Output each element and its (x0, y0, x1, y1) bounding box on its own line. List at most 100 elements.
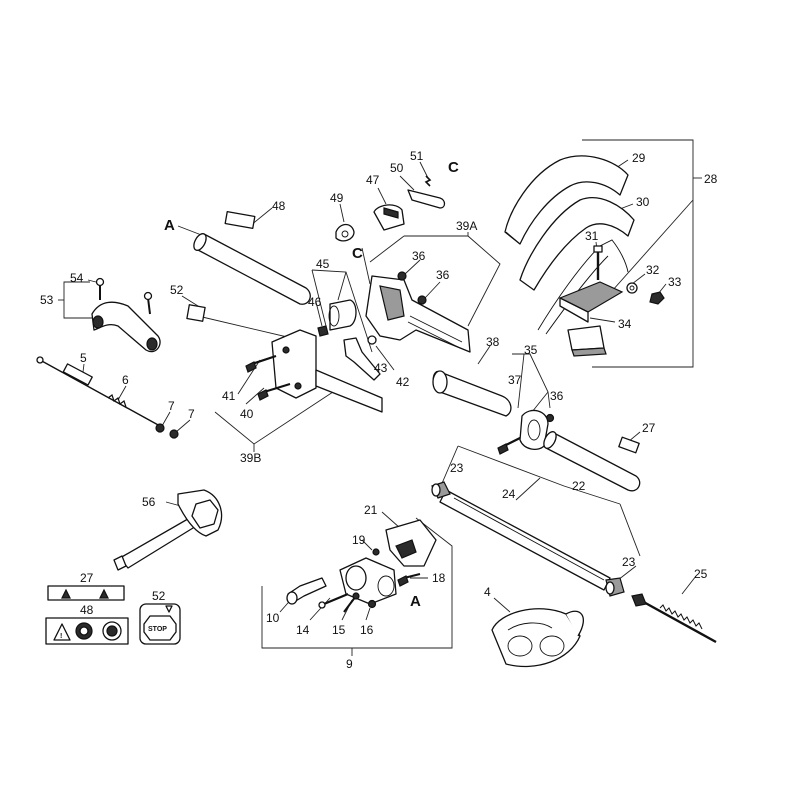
ref-c-top: C (448, 159, 459, 176)
callout-48a: 48 (272, 199, 286, 213)
callout-27b: 27 (80, 571, 94, 585)
bolt-31 (593, 245, 603, 280)
safety-goggles (491, 608, 584, 668)
decal-48-illustration: ! (45, 617, 129, 645)
clamp-45 (328, 299, 357, 331)
throttle-cable (36, 356, 161, 427)
screw-18 (397, 573, 421, 587)
throttle-housing-39b (271, 329, 383, 413)
screw-36b (417, 295, 427, 305)
screw-40 (257, 382, 291, 401)
callout-23b: 23 (622, 555, 636, 569)
callout-22: 22 (572, 479, 586, 493)
screw-46 (317, 325, 329, 337)
callout-31: 31 (585, 229, 599, 243)
callout-7b: 7 (188, 407, 195, 421)
clamp-35 (519, 409, 549, 451)
callout-4: 4 (484, 585, 491, 599)
ref-a-top: A (164, 217, 175, 234)
nut-7b (169, 429, 179, 439)
throttle-trigger (343, 337, 381, 381)
callout-labels: 29 28 30 31 32 33 34 39A 36 36 38 35 37 … (40, 149, 718, 671)
decal-52-illustration: STOP (139, 603, 181, 645)
callout-25: 25 (694, 567, 708, 581)
callout-46: 46 (308, 295, 322, 309)
svg-text:!: ! (60, 633, 62, 640)
cable-holder (373, 204, 405, 231)
handle-grip-upper (504, 155, 629, 245)
callout-39a: 39A (456, 219, 477, 233)
decal-52-small (186, 304, 206, 322)
callout-39b: 39B (240, 451, 261, 465)
handle-bracket (558, 281, 624, 357)
callout-47: 47 (366, 173, 380, 187)
callout-52a: 52 (170, 283, 184, 297)
callout-27a: 27 (642, 421, 656, 435)
spring-51 (424, 175, 432, 187)
callout-42: 42 (396, 375, 410, 389)
screw-54 (95, 277, 105, 300)
muffler-cover (385, 519, 437, 567)
spindle (286, 577, 327, 605)
grip-foam (432, 370, 512, 417)
callout-43: 43 (374, 361, 388, 375)
gear-head-assembly (339, 557, 397, 605)
callout-6: 6 (122, 373, 129, 387)
callout-53: 53 (40, 293, 54, 307)
bushing-23b (605, 577, 625, 597)
callout-14: 14 (296, 623, 310, 637)
spark-plug-wrench (113, 489, 223, 571)
leader-lines (58, 139, 702, 656)
callout-48b: 48 (80, 603, 94, 617)
bolt-14 (318, 592, 349, 609)
callout-41: 41 (222, 389, 236, 403)
handle-grip-lower (519, 197, 635, 291)
stop-switch (407, 189, 446, 209)
bushing-23a (431, 481, 451, 499)
screw-41 (245, 354, 277, 373)
throttle-housing-39a (365, 275, 471, 353)
callout-56: 56 (142, 495, 156, 509)
reference-letters: A A C C (164, 159, 459, 610)
screw-19 (372, 548, 380, 556)
callout-5: 5 (80, 351, 87, 365)
callout-23a: 23 (450, 461, 464, 475)
callout-36c: 36 (550, 389, 564, 403)
callout-24: 24 (502, 487, 516, 501)
callout-36b: 36 (436, 268, 450, 282)
callout-40: 40 (240, 407, 254, 421)
screw-36a (397, 271, 407, 281)
callout-50: 50 (390, 161, 404, 175)
ref-a-bottom: A (410, 593, 421, 610)
callout-15: 15 (332, 623, 346, 637)
bolt-15 (343, 592, 360, 613)
callout-35: 35 (524, 343, 538, 357)
callout-19: 19 (352, 533, 366, 547)
callout-29: 29 (632, 151, 646, 165)
link-42 (367, 335, 377, 345)
callout-30: 30 (636, 195, 650, 209)
callout-33: 33 (668, 275, 682, 289)
nut-7a (155, 423, 165, 433)
callout-37: 37 (508, 373, 522, 387)
decal-27-illustration (47, 585, 125, 601)
callout-9: 9 (346, 657, 353, 671)
callout-16: 16 (360, 623, 374, 637)
decal-27-small (618, 436, 640, 454)
drive-tube (543, 431, 641, 492)
callout-10: 10 (266, 611, 280, 625)
nut-33 (649, 291, 665, 305)
callout-18: 18 (432, 571, 446, 585)
callout-52b: 52 (152, 589, 166, 603)
callout-51: 51 (410, 149, 424, 163)
callout-36a: 36 (412, 249, 426, 263)
main-tube-a (193, 211, 311, 305)
nut-16 (367, 599, 377, 609)
callout-21: 21 (364, 503, 378, 517)
callout-28: 28 (704, 172, 718, 186)
flexible-shaft (631, 593, 717, 644)
clip-49 (335, 223, 355, 242)
callout-7a: 7 (168, 399, 175, 413)
callout-49: 49 (330, 191, 344, 205)
screw-53 (143, 291, 153, 315)
